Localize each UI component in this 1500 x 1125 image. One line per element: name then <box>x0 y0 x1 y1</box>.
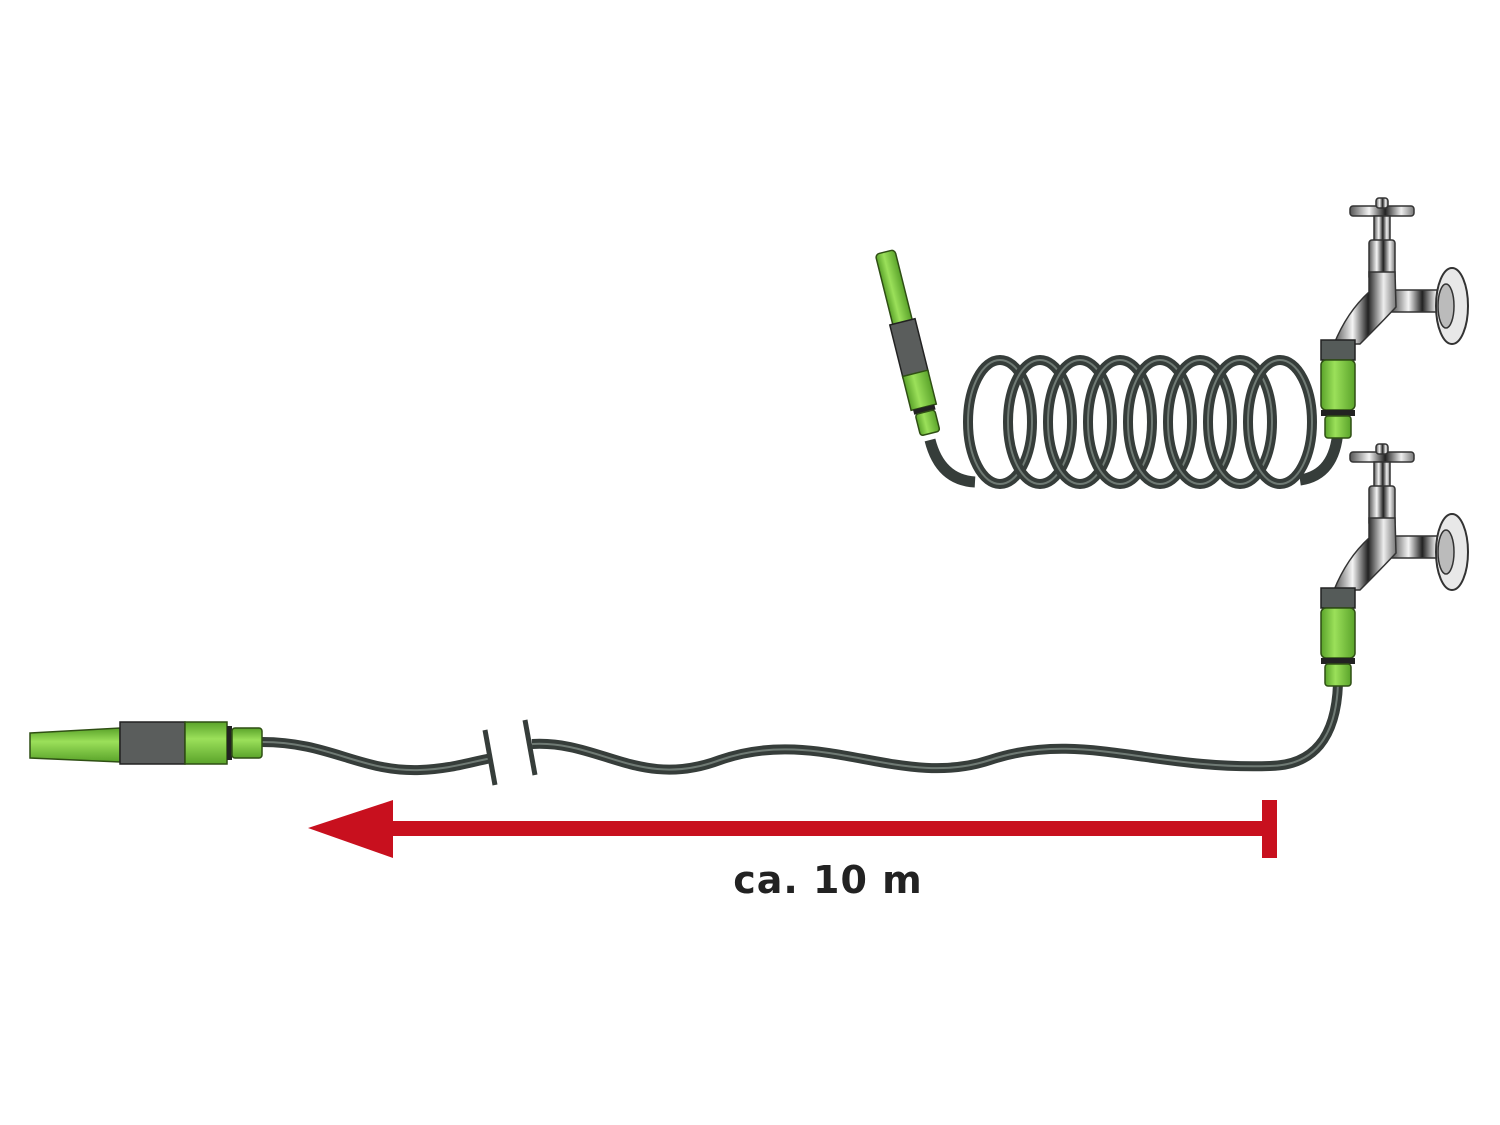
coil-loop <box>1007 359 1073 485</box>
water-tap-bottom <box>1333 443 1469 591</box>
length-label: ca. 10 m <box>733 858 923 902</box>
coil-loop <box>1247 359 1313 485</box>
coil-loop <box>1047 359 1113 485</box>
break-marks <box>482 719 538 786</box>
spray-nozzle-bottom <box>29 721 263 765</box>
coil-loop <box>1087 359 1153 485</box>
tap-connector-bottom <box>1320 587 1356 687</box>
coil-loop <box>1167 359 1233 485</box>
spray-nozzle-top <box>875 249 941 436</box>
length-arrow <box>308 800 1277 858</box>
tap-connector-top <box>1320 339 1356 439</box>
extended-hose <box>261 683 1343 776</box>
water-tap-top <box>1333 197 1469 345</box>
coil-loop <box>967 359 1033 485</box>
arrow-end-bar <box>1262 800 1277 858</box>
coil-loop <box>1127 359 1193 485</box>
coiled-hose <box>924 355 1344 489</box>
coil-loop <box>1207 359 1273 485</box>
